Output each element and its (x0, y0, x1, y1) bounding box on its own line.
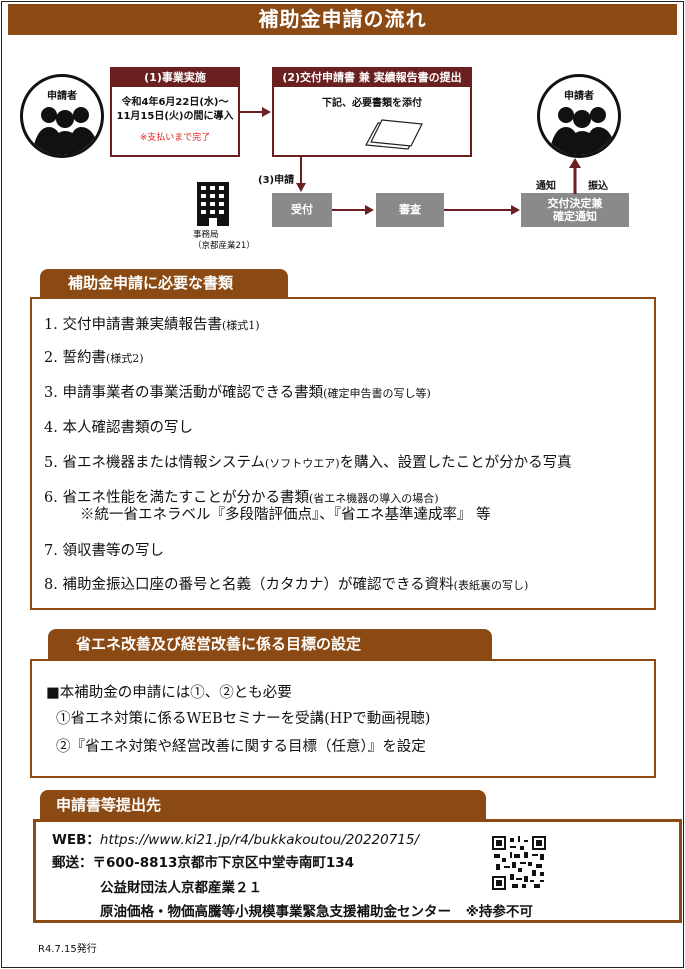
web-label: WEB： (52, 832, 100, 848)
step1-line1: 令和4年6月22日(水)～ (121, 97, 229, 108)
office-line1: 事務局 (193, 230, 219, 240)
notice-label: 通知 (536, 181, 556, 192)
kettei-box: 交付決定兼 確定通知 (521, 193, 629, 227)
doc-item-6-note: ※統一省エネラベル『多段階評価点』、『省エネ基準達成率』 等 (80, 507, 491, 523)
qr-code-icon[interactable] (492, 836, 546, 890)
arrow-right-icon (240, 107, 271, 117)
center-name-line: 原油価格・物価高騰等小規模事業緊急支援補助金センター ※持参不可 (100, 900, 533, 920)
doc-item-1: 1. 交付申請書兼実績報告書(様式1) (44, 317, 260, 333)
docs-section-header: 補助金申請に必要な書類 (40, 269, 288, 298)
mail-address: 〒600-8813京都市下京区中堂寺南町134 (92, 855, 355, 871)
building-icon (197, 182, 229, 226)
arrow-right-icon (444, 205, 520, 215)
applicant-right-avatar: 申請者 (537, 74, 621, 158)
web-url-link[interactable]: https://www.ki21.jp/r4/bukkakoutou/20220… (99, 832, 420, 848)
doc-item-8: 8. 補助金振込口座の番号と名義（カタカナ）が確認できる資料(表紙裏の写し) (44, 577, 529, 593)
submit-section-header: 申請書等提出先 (40, 790, 486, 820)
page-title: 補助金申請の流れ (8, 4, 677, 35)
submit-section-box: WEB：https://www.ki21.jp/r4/bukkakoutou/2… (33, 819, 682, 923)
kettei-line2: 確定通知 (553, 210, 597, 223)
goal-section-header: 省エネ改善及び経営改善に係る目標の設定 (48, 629, 492, 660)
issue-date: R4.7.15発行 (38, 944, 97, 955)
doc-item-2: 2. 誓約書(様式2) (44, 350, 144, 366)
step2-box: (2)交付申請書 兼 実績報告書の提出 下記、必要書類を添付 (272, 67, 472, 157)
center-name: 原油価格・物価高騰等小規模事業緊急支援補助金センター (100, 904, 451, 920)
applicant-left-avatar: 申請者 (20, 74, 104, 158)
doc-item-7: 7. 領収書等の写し (44, 543, 164, 559)
docs-section-box: 1. 交付申請書兼実績報告書(様式1) 2. 誓約書(様式2) 3. 申請事業者… (30, 297, 656, 610)
goal-line-2: ①省エネ対策に係るWEBセミナーを受講(HPで動画視聴) (56, 711, 431, 727)
mail-label: 郵送： (52, 855, 93, 871)
step2-text: 下記、必要書類を添付 (322, 98, 422, 109)
applicant-left-label: 申請者 (47, 91, 77, 102)
org-name: 公益財団法人京都産業２１ (100, 880, 262, 896)
transfer-label: 振込 (588, 181, 608, 192)
mail-line: 郵送：〒600-8813京都市下京区中堂寺南町134 (52, 851, 354, 871)
office-label: 事務局 （京都産業21） (193, 230, 255, 252)
people-icon (31, 107, 101, 155)
step1-line2: 11月15日(火)の間に導入 (116, 111, 234, 122)
people-icon (548, 107, 618, 155)
doc-item-3: 3. 申請事業者の事業活動が確認できる書類(確定申告書の写し等) (44, 385, 431, 401)
office-line2: （京都産業21） (193, 241, 255, 251)
step1-note: ※支払いまで完了 (139, 133, 211, 143)
kettei-line1: 交付決定兼 (547, 197, 603, 210)
goal-section-box: ■本補助金の申請には①、②とも必要 ①省エネ対策に係るWEBセミナーを受講(HP… (30, 659, 656, 778)
step2-header: (2)交付申請書 兼 実績報告書の提出 (274, 69, 470, 87)
arrow-up-icon (569, 158, 581, 194)
step1-header: (1)事業実施 (112, 69, 238, 87)
arrow-right-icon (332, 205, 374, 215)
applicant-right-label: 申請者 (564, 91, 594, 102)
no-delivery-notice: ※持参不可 (465, 904, 533, 920)
doc-item-5: 5. 省エネ機器または情報システム(ソフトウエア)を購入、設置したことが分かる写… (44, 455, 572, 471)
uketsuke-box: 受付 (272, 193, 332, 227)
shinsa-box: 審査 (376, 193, 444, 227)
goal-line-3: ②『省エネ対策や経営改善に関する目標（任意）』を設定 (56, 739, 426, 755)
goal-line-1: ■本補助金の申請には①、②とも必要 (46, 685, 292, 701)
arrow-down-icon (296, 157, 306, 192)
doc-item-6: 6. 省エネ性能を満たすことが分かる書類(省エネ機器の導入の場合) (44, 490, 439, 506)
doc-item-4: 4. 本人確認書類の写し (44, 420, 193, 436)
documents-icon (365, 119, 423, 150)
step3-label: (3)申請 (258, 175, 295, 186)
web-line: WEB：https://www.ki21.jp/r4/bukkakoutou/2… (52, 828, 419, 848)
step1-box: (1)事業実施 令和4年6月22日(水)～ 11月15日(火)の間に導入 ※支払… (110, 67, 240, 157)
